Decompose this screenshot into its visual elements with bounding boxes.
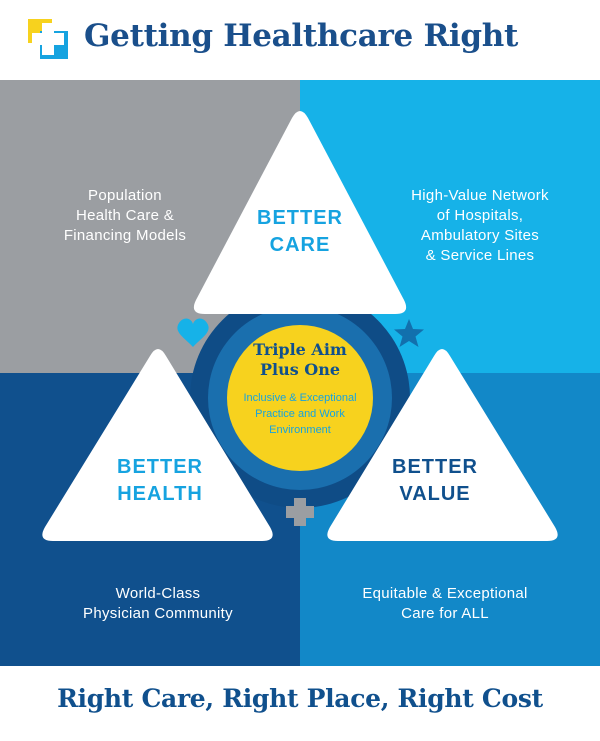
better-care-label: BETTER CARE [257, 207, 343, 256]
triangle-better-care [193, 111, 407, 314]
page-title: Getting Healthcare Right [84, 18, 519, 54]
footer-tagline: Right Care, Right Place, Right Cost [57, 684, 543, 713]
triple-aim-diagram [42, 111, 558, 541]
physician-community-text: World-Class Physician Community [83, 585, 233, 622]
star-icon [394, 319, 424, 347]
footer [0, 666, 600, 741]
high-value-network-text: High-Value Network of Hospitals, Ambulat… [411, 187, 549, 264]
triangle-better-health [42, 349, 273, 541]
triple-aim-subtitle: Inclusive & Exceptional Practice and Wor… [243, 392, 357, 436]
plus-icon [286, 498, 314, 526]
quadrant-text-bottom-right: Equitable & Exceptional Care for ALL [330, 584, 560, 624]
quadrant-text-bottom-left: World-Class Physician Community [58, 584, 258, 624]
better-value-label: BETTER VALUE [392, 456, 478, 505]
header: Getting Healthcare Right [0, 0, 600, 80]
population-health-text: Population Health Care & Financing Model… [63, 187, 187, 244]
equitable-care-text: Equitable & Exceptional Care for ALL [362, 585, 528, 622]
quadrant-text-top-right: High-Value Network of Hospitals, Ambulat… [380, 186, 580, 266]
better-health-label: BETTER HEALTH [117, 456, 203, 505]
heart-icon [177, 318, 209, 347]
center-circle [227, 325, 373, 471]
triple-aim-title: Triple Aim Plus One [253, 340, 347, 379]
quadrant-text-top-left: Population Health Care & Financing Model… [40, 186, 210, 246]
medical-cross-icon [28, 19, 68, 59]
triangle-better-value [327, 349, 558, 541]
